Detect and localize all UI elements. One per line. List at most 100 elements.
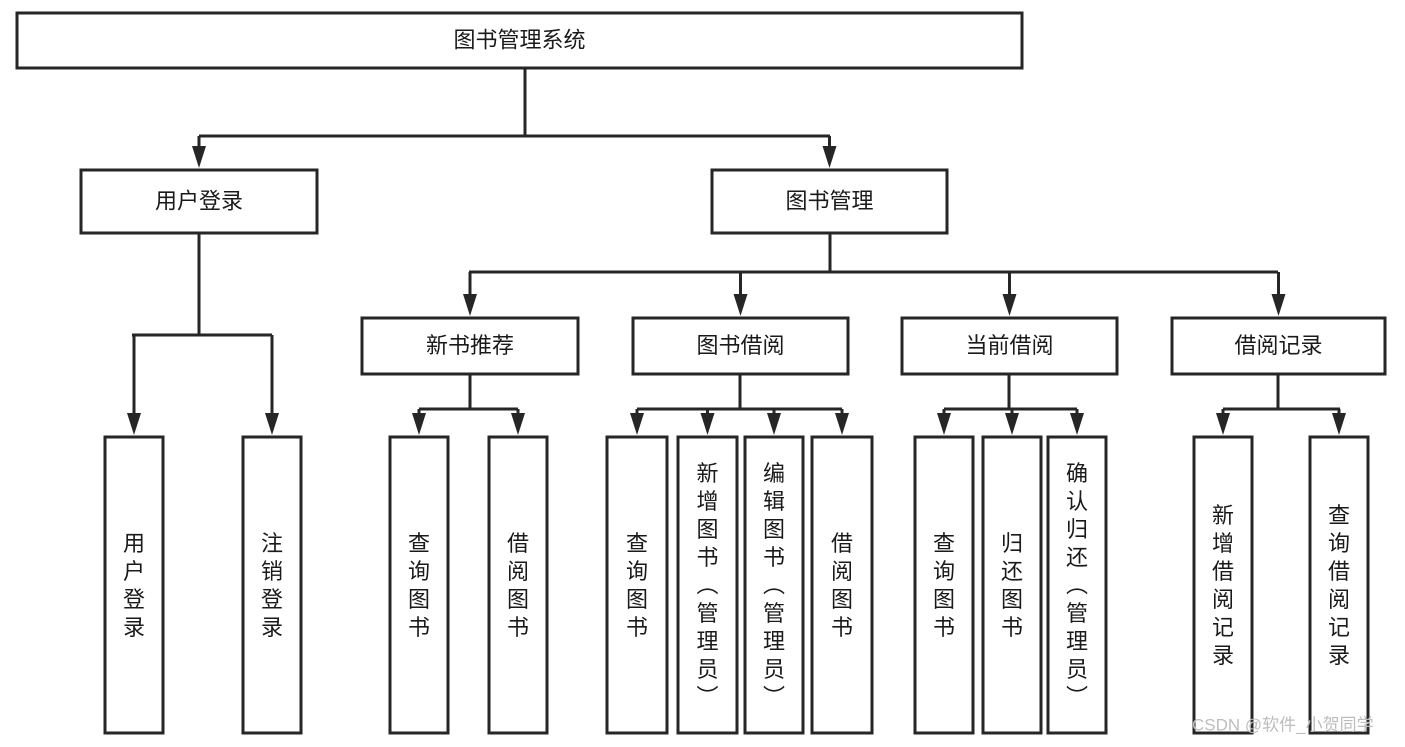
edge-borrow-to-leaf-bo-b: [835, 409, 849, 435]
node-leaf-bo-edit[interactable]: 编辑图书（管理员）: [743, 435, 805, 735]
edge-bookmgmt-to-records: [1271, 272, 1286, 316]
node-box-bookmgmt[interactable]: [710, 168, 949, 235]
node-leaf-login[interactable]: 用户登录: [103, 435, 165, 735]
node-label-leaf-bo-q: 查询图书: [626, 531, 648, 640]
node-label-current: 当前借阅: [965, 333, 1053, 358]
node-current[interactable]: 当前借阅: [900, 316, 1119, 376]
node-label-root: 图书管理系统: [453, 27, 585, 52]
edge-borrow-to-leaf-bo-add: [700, 409, 715, 435]
node-box-leaf-re-q[interactable]: [1308, 435, 1370, 735]
arrow-head-icon: [1005, 413, 1019, 435]
node-box-leaf-nb-q[interactable]: [388, 435, 450, 735]
arrow-head-icon: [511, 413, 525, 435]
node-login[interactable]: 用户登录: [79, 168, 319, 235]
arrow-head-icon: [265, 413, 279, 435]
edge-login-to-leaf-login: [127, 233, 201, 435]
node-borrow[interactable]: 图书借阅: [631, 316, 850, 376]
node-box-leaf-cu-c[interactable]: [1046, 435, 1108, 735]
connector-layer: [127, 68, 1346, 435]
node-leaf-re-add[interactable]: 新增借阅记录: [1192, 435, 1254, 735]
node-label-borrow: 图书借阅: [696, 333, 784, 358]
arrow-head-icon: [127, 413, 141, 435]
node-label-bookmgmt: 图书管理: [785, 188, 873, 213]
arrow-head-icon: [767, 413, 781, 435]
node-leaf-nb-q[interactable]: 查询图书: [388, 435, 450, 735]
arrow-head-icon: [1002, 294, 1017, 316]
node-box-leaf-bo-add[interactable]: [676, 435, 739, 735]
arrow-head-icon: [1070, 413, 1084, 435]
node-label-leaf-login: 用户登录: [123, 531, 145, 640]
node-box-borrow[interactable]: [631, 316, 850, 376]
node-leaf-bo-add[interactable]: 新增图书（管理员）: [676, 435, 739, 735]
edge-bookmgmt-to-current: [1002, 272, 1017, 316]
node-box-leaf-bo-b[interactable]: [810, 435, 874, 735]
node-leaf-re-q[interactable]: 查询借阅记录: [1308, 435, 1370, 735]
node-leaf-bo-q[interactable]: 查询图书: [605, 435, 669, 735]
arrow-head-icon: [1332, 413, 1346, 435]
edge-bookmgmt-to-borrow: [733, 272, 748, 316]
node-layer: 图书管理系统用户登录图书管理新书推荐图书借阅当前借阅借阅记录用户登录注销登录查询…: [15, 11, 1387, 735]
node-label-leaf-nb-q: 查询图书: [408, 531, 430, 640]
edge-root-to-login: [192, 68, 527, 168]
node-label-leaf-cu-c: 确认归还（管理员）: [1066, 461, 1088, 710]
edge-borrow-to-leaf-bo-q: [630, 374, 742, 435]
arrow-head-icon: [1271, 294, 1286, 316]
edge-newbook-to-leaf-nb-b: [511, 409, 525, 435]
edge-current-to-leaf-cu-q: [937, 374, 1011, 435]
node-leaf-cu-r[interactable]: 归还图书: [981, 435, 1043, 735]
node-leaf-nb-b[interactable]: 借阅图书: [487, 435, 549, 735]
node-box-leaf-cu-r[interactable]: [981, 435, 1043, 735]
node-leaf-cu-c[interactable]: 确认归还（管理员）: [1046, 435, 1108, 735]
csdn-watermark: CSDN @软件_小贺同学: [1192, 715, 1374, 734]
node-box-login[interactable]: [79, 168, 319, 235]
node-newbook[interactable]: 新书推荐: [360, 316, 580, 376]
edge-current-to-leaf-cu-c: [1070, 409, 1084, 435]
edge-login-to-leaf-logout: [265, 335, 279, 435]
node-leaf-logout[interactable]: 注销登录: [241, 435, 303, 735]
node-box-leaf-logout[interactable]: [241, 435, 303, 735]
node-box-leaf-nb-b[interactable]: [487, 435, 549, 735]
arrow-head-icon: [733, 294, 748, 316]
arrow-head-icon: [463, 294, 477, 316]
node-label-leaf-cu-q: 查询图书: [933, 531, 955, 640]
node-label-records: 借阅记录: [1234, 333, 1322, 358]
arrow-head-icon: [1216, 413, 1230, 435]
node-label-leaf-bo-edit: 编辑图书（管理员）: [763, 461, 785, 710]
node-box-leaf-re-add[interactable]: [1192, 435, 1254, 735]
node-label-leaf-nb-b: 借阅图书: [507, 531, 529, 640]
node-bookmgmt[interactable]: 图书管理: [710, 168, 949, 235]
edge-root-to-bookmgmt: [822, 136, 837, 168]
node-leaf-bo-b[interactable]: 借阅图书: [810, 435, 874, 735]
node-box-leaf-cu-q[interactable]: [913, 435, 975, 735]
node-records[interactable]: 借阅记录: [1170, 316, 1387, 376]
edge-current-to-leaf-cu-r: [1005, 409, 1019, 435]
arrow-head-icon: [412, 413, 426, 435]
arrow-head-icon: [835, 413, 849, 435]
node-label-login: 用户登录: [155, 188, 243, 213]
node-box-newbook[interactable]: [360, 316, 580, 376]
node-label-newbook: 新书推荐: [426, 333, 514, 358]
edge-bookmgmt-to-newbook: [463, 233, 832, 316]
edge-records-to-leaf-re-q: [1332, 409, 1346, 435]
arrow-head-icon: [937, 413, 951, 435]
arrow-head-icon: [192, 146, 206, 168]
node-box-records[interactable]: [1170, 316, 1387, 376]
node-box-leaf-bo-q[interactable]: [605, 435, 669, 735]
node-label-leaf-re-add: 新增借阅记录: [1212, 503, 1234, 668]
node-label-leaf-re-q: 查询借阅记录: [1328, 503, 1350, 668]
node-label-leaf-bo-b: 借阅图书: [831, 531, 853, 640]
node-box-root[interactable]: [15, 11, 1024, 70]
edge-records-to-leaf-re-add: [1216, 374, 1280, 435]
node-label-leaf-logout: 注销登录: [261, 531, 283, 640]
node-label-leaf-cu-r: 归还图书: [1001, 531, 1023, 640]
node-label-leaf-bo-add: 新增图书（管理员）: [696, 461, 718, 710]
node-box-leaf-login[interactable]: [103, 435, 165, 735]
arrow-head-icon: [630, 413, 644, 435]
node-box-current[interactable]: [900, 316, 1119, 376]
arrow-head-icon: [822, 146, 837, 168]
node-leaf-cu-q[interactable]: 查询图书: [913, 435, 975, 735]
node-root[interactable]: 图书管理系统: [15, 11, 1024, 70]
node-box-leaf-bo-edit[interactable]: [743, 435, 805, 735]
